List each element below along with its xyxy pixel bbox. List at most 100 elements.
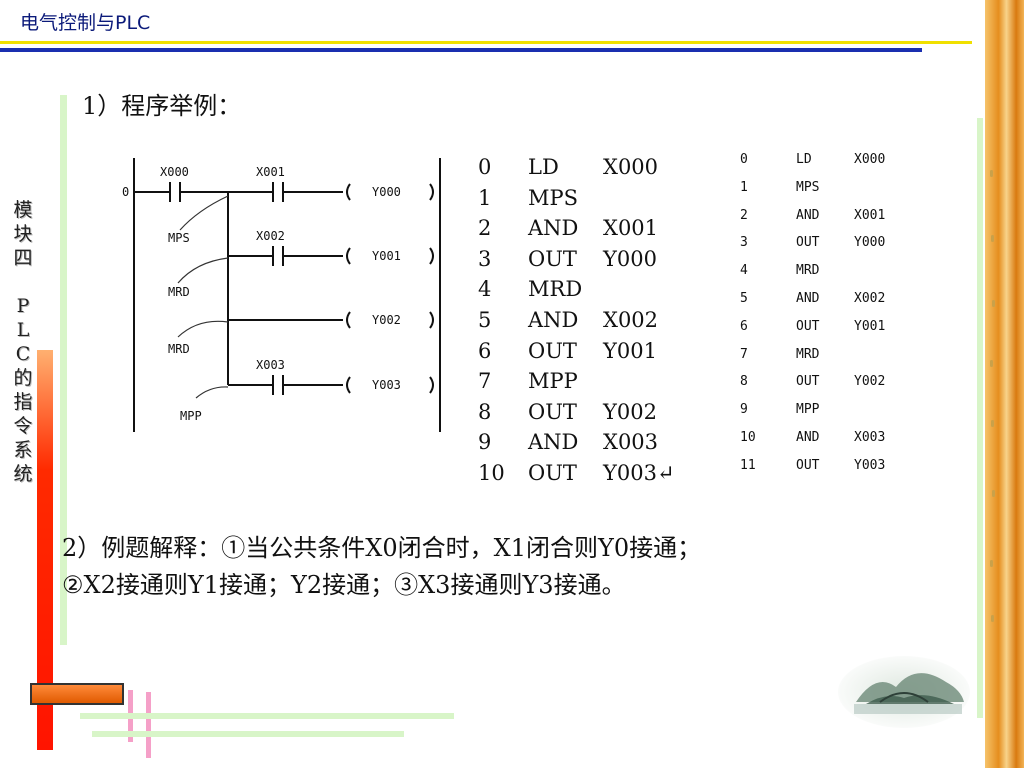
- step-number: 1: [478, 185, 492, 210]
- coil-y003-left: [346, 376, 351, 394]
- instruction: MRD: [796, 346, 820, 362]
- landscape-image: [838, 656, 970, 728]
- instruction: AND: [528, 216, 579, 241]
- instruction: AND: [796, 429, 820, 445]
- instruction: MRD: [796, 263, 820, 279]
- explanation-line: ②X2接通则Y1接通；Y2接通；③X3接通则Y3接通。: [62, 571, 626, 599]
- program-row: 2 AND X001: [740, 202, 910, 230]
- deco-green-line: [92, 731, 404, 737]
- branch-label: MRD: [168, 342, 190, 356]
- coil-y001-left: [346, 247, 351, 265]
- program-row: 9 AND X003: [478, 427, 708, 458]
- instruction: AND: [796, 290, 820, 306]
- deco-dot: [990, 360, 993, 367]
- module-char: C: [15, 343, 31, 365]
- instruction: OUT: [528, 338, 577, 363]
- module-vertical-title: 模 块 四 P L C 的 指 令 系 统: [6, 198, 40, 486]
- program-row: 0 LD X000: [740, 146, 910, 174]
- header-rule-yellow: [0, 41, 972, 44]
- example-heading: 1）程序举例：: [82, 92, 242, 120]
- module-char: P: [16, 295, 30, 317]
- step-number: 6: [478, 338, 492, 363]
- step-number: 0: [478, 155, 492, 179]
- ladder-diagram: 0 X000 X001 X002 X003 Y000 Y001 Y002 Y00…: [122, 158, 441, 432]
- operand: X003: [603, 430, 659, 455]
- operand: Y001: [603, 338, 657, 363]
- contact-label: X003: [256, 358, 285, 372]
- operand: Y002: [603, 399, 657, 424]
- instruction: OUT: [528, 399, 577, 424]
- deco-pink-bar: [146, 692, 151, 758]
- explanation-line: 2）例题解释：①当公共条件X0闭合时，X1闭合则Y0接通；: [62, 534, 702, 562]
- instruction: MRD: [528, 277, 583, 302]
- program-row: 9 MPP: [740, 396, 910, 424]
- instruction: AND: [528, 430, 579, 455]
- step-number: 10: [740, 429, 756, 445]
- operand: X001: [854, 207, 886, 223]
- step-number: 0: [740, 152, 748, 167]
- program-row: 6 OUT Y001: [478, 336, 708, 367]
- step-number: 9: [478, 430, 492, 455]
- instruction: OUT: [796, 374, 820, 390]
- step-number: 7: [478, 369, 492, 394]
- coil-y002-right: [429, 311, 434, 329]
- instruction: AND: [528, 307, 579, 332]
- right-wood-border: [985, 0, 1024, 768]
- coil-label: Y000: [372, 185, 401, 199]
- deco-dot: [991, 420, 994, 427]
- instruction: OUT: [528, 246, 577, 271]
- instruction: LD: [796, 152, 812, 167]
- instruction: MPS: [796, 179, 820, 195]
- mrd-pointer: [177, 320, 229, 338]
- module-char: [6, 270, 40, 294]
- step-number: 9: [740, 402, 748, 418]
- operand: X003: [854, 429, 886, 445]
- operand: Y003: [854, 457, 886, 473]
- program-row: 7 MRD: [740, 341, 910, 369]
- step-number: 11: [740, 457, 756, 473]
- module-char: 模: [13, 199, 33, 221]
- instruction: MPP: [528, 369, 578, 394]
- step-number: 4: [478, 277, 492, 302]
- instruction: MPP: [796, 402, 820, 418]
- mps-pointer: [179, 195, 229, 231]
- step-number: 1: [740, 179, 748, 195]
- step-number: 7: [740, 346, 748, 362]
- coil-label: Y003: [372, 378, 401, 392]
- instruction: OUT: [796, 457, 820, 473]
- module-char: 四: [13, 247, 33, 269]
- instruction: MPS: [528, 185, 579, 210]
- step-number: 2: [478, 216, 492, 241]
- mpp-pointer: [195, 386, 229, 399]
- module-char: 指: [13, 391, 33, 413]
- left-green-stripe: [60, 95, 67, 645]
- operand: Y002: [854, 374, 886, 390]
- contact-label: X002: [256, 229, 285, 243]
- deco-dot: [992, 490, 995, 497]
- instruction: AND: [796, 207, 820, 223]
- operand: Y000: [854, 235, 886, 251]
- step-number: 2: [740, 207, 748, 223]
- deco-dot: [990, 560, 993, 567]
- step-number: 6: [740, 318, 748, 334]
- coil-y000-right: [429, 183, 434, 201]
- deco-dot: [992, 300, 995, 307]
- example-explanation: 2）例题解释：①当公共条件X0闭合时，X1闭合则Y0接通； ②X2接通则Y1接通…: [62, 530, 962, 604]
- coil-y001-right: [429, 247, 434, 265]
- contact-label: X001: [256, 165, 285, 179]
- operand: X000: [854, 152, 886, 167]
- module-char: 统: [13, 463, 33, 485]
- step-number: 10: [478, 460, 505, 485]
- rung-number: 0: [122, 185, 129, 199]
- branch-label: MRD: [168, 285, 190, 299]
- deco-green-line: [80, 713, 454, 719]
